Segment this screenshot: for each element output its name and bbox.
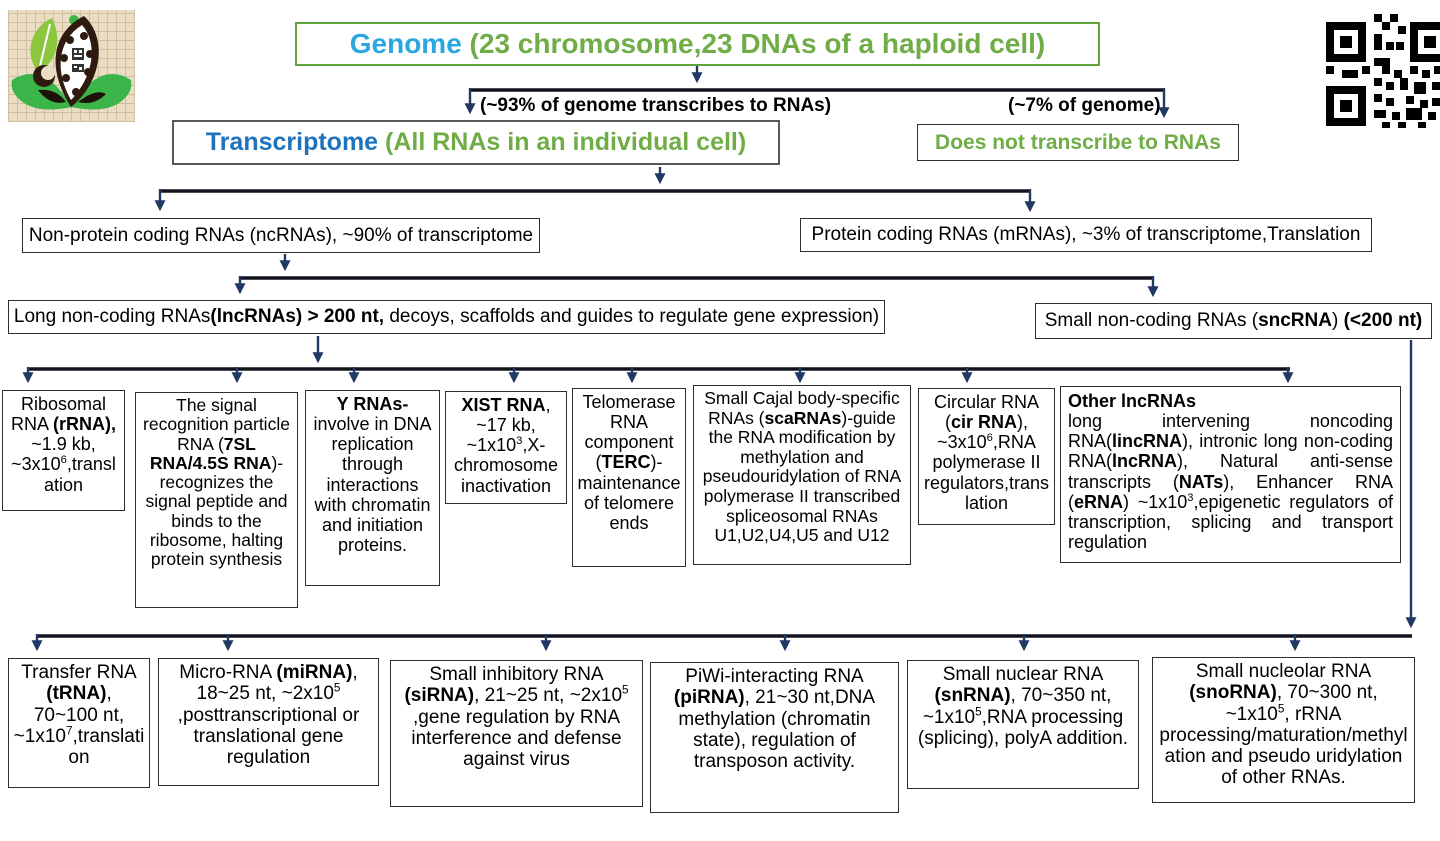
xist-rna-box: XIST RNA, ~17 kb, ~1x103,X-chromosome in… [445,391,567,504]
ncrna-text: Non-protein coding RNAs (ncRNAs), ~90% o… [28,224,534,246]
transcriptome-text: Transcriptome (All RNAs in an individual… [205,128,747,156]
qr-code [1322,8,1440,130]
mrna-text: Protein coding RNAs (mRNAs), ~3% of tran… [811,224,1361,245]
ncrna-box: Non-protein coding RNAs (ncRNAs), ~90% o… [22,218,540,253]
mirna-text: Micro-RNA (miRNA), 18~25 nt, ~2x105 ,pos… [177,662,360,769]
brand-logo [8,10,135,122]
label-93-percent: (~93% of genome transcribes to RNAs) [480,95,832,116]
srp-rna-box: The signal recognition particle RNA (7SL… [135,392,298,608]
sirna-text: Small inhibitory RNA (siRNA), 21~25 nt, … [404,664,629,771]
snrna-text: Small nuclear RNA (snRNA), 70~350 nt, ~1… [917,664,1129,749]
does-not-transcribe-box: Does not transcribe to RNAs [917,124,1239,161]
sncrna-text: Small non-coding RNAs (sncRNA) (<200 nt) [1044,310,1423,331]
y-rna-text: Y RNAs- involve in DNA replication throu… [313,394,432,556]
transcriptome-box: Transcriptome (All RNAs in an individual… [172,120,780,165]
genome-title-box: Genome (23 chromosome,23 DNAs of a haplo… [295,22,1100,66]
terc-box: Telomerase RNA component (TERC)- mainten… [572,388,686,567]
bracket-lncrna-types [22,336,1294,384]
mrna-box: Protein coding RNAs (mRNAs), ~3% of tran… [800,218,1372,252]
sncrna-box: Small non-coding RNAs (sncRNA) (<200 nt) [1035,303,1432,339]
sirna-box: Small inhibitory RNA (siRNA), 21~25 nt, … [390,660,643,807]
cir-rna-text: Circular RNA (cir RNA), ~3x106,RNA polym… [923,392,1050,513]
brand-logo-art [11,15,132,110]
cir-rna-box: Circular RNA (cir RNA), ~3x106,RNA polym… [918,388,1055,525]
pirna-text: PiWi-interacting RNA (piRNA), 21~30 nt,D… [673,666,876,773]
xist-rna-text: XIST RNA, ~17 kb, ~1x103,X-chromosome in… [453,395,559,496]
rrna-text: Ribosomal RNA (rRNA), ~1.9 kb, ~3x106,tr… [10,394,116,495]
rrna-box: Ribosomal RNA (rRNA), ~1.9 kb, ~3x106,tr… [2,390,125,511]
trna-box: Transfer RNA (tRNA), 70~100 nt, ~1x107,t… [8,658,150,788]
pirna-box: PiWi-interacting RNA (piRNA), 21~30 nt,D… [650,662,899,813]
mirna-box: Micro-RNA (miRNA), 18~25 nt, ~2x105 ,pos… [158,658,379,786]
terc-text: Telomerase RNA component (TERC)- mainten… [577,392,681,533]
bracket-ncrna-split [234,254,1159,298]
srp-rna-text: The signal recognition particle RNA (7SL… [143,395,290,569]
does-not-transcribe-text: Does not transcribe to RNAs [935,130,1221,154]
trna-text: Transfer RNA (tRNA), 70~100 nt, ~1x107,t… [13,662,145,769]
bracket-transcriptome-split [154,167,1036,213]
genome-title-text: Genome (23 chromosome,23 DNAs of a haplo… [349,28,1046,59]
lncrna-text: Long non-coding RNAs(lncRNAs) > 200 nt, … [13,306,880,327]
scarna-text: Small Cajal body-specific RNAs (scaRNAs)… [702,388,902,546]
snorna-text: Small nucleolar RNA (snoRNA), 70~300 nt,… [1159,661,1408,789]
lncrna-box: Long non-coding RNAs(lncRNAs) > 200 nt, … [8,300,885,334]
snorna-box: Small nucleolar RNA (snoRNA), 70~300 nt,… [1152,657,1415,803]
label-7-percent: (~7% of genome) [1008,95,1161,116]
snrna-box: Small nuclear RNA (snRNA), 70~350 nt, ~1… [907,660,1139,789]
scarna-box: Small Cajal body-specific RNAs (scaRNAs)… [693,385,911,565]
y-rna-box: Y RNAs- involve in DNA replication throu… [305,390,440,586]
